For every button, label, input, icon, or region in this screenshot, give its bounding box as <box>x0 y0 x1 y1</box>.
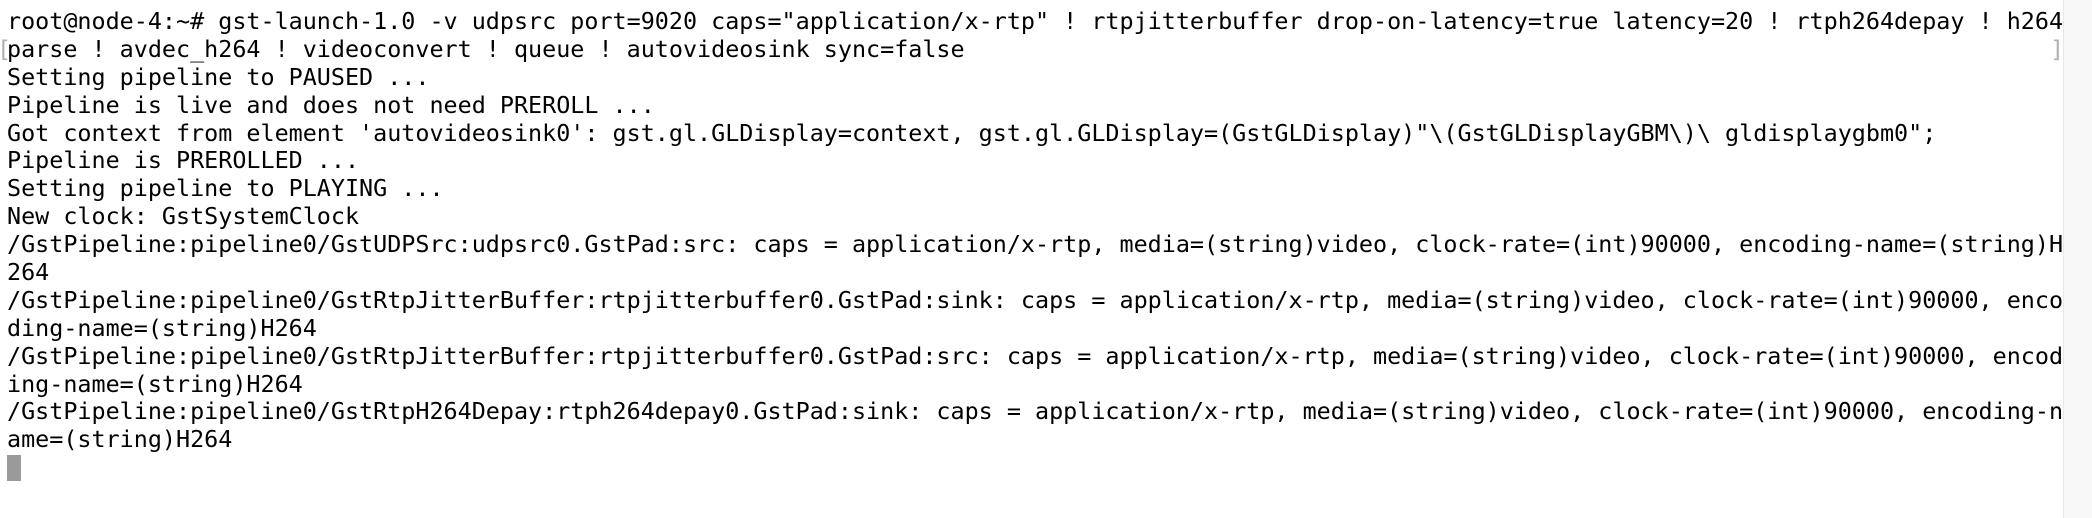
wrap-close-marker: ] <box>2050 35 2062 64</box>
terminal-cursor <box>7 455 21 482</box>
terminal-line: Setting pipeline to PLAYING ... <box>7 174 444 203</box>
terminal-line-wrap: ding-name=(string)H264 <box>7 313 317 342</box>
cursor-line <box>7 454 2062 482</box>
terminal-line-text: parse ! avdec_h264 ! videoconvert ! queu… <box>7 34 965 63</box>
terminal-line-wrap: ing-name=(string)H264 <box>7 369 303 398</box>
terminal-line: Setting pipeline to PAUSED ... <box>7 62 430 91</box>
terminal-line: Pipeline is live and does not need PRERO… <box>7 90 655 119</box>
terminal-line: /GstPipeline:pipeline0/GstUDPSrc:udpsrc0… <box>7 230 2062 259</box>
terminal-line: /GstPipeline:pipeline0/GstRtpJitterBuffe… <box>7 341 2062 370</box>
terminal-line: /GstPipeline:pipeline0/GstRtpH264Depay:r… <box>7 397 2062 426</box>
scrollbar-track[interactable] <box>2063 0 2092 518</box>
command-line: root@node-4:~# gst-launch-1.0 -v udpsrc … <box>7 7 2062 35</box>
terminal-line: Pipeline is PREROLLED ... <box>7 146 360 175</box>
wrap-open-marker: [ <box>0 35 11 64</box>
terminal-line: Got context from element 'autovideosink0… <box>7 118 1937 147</box>
command-line-wrap: [parse ! avdec_h264 ! videoconvert ! que… <box>0 34 2062 64</box>
terminal-line-wrap: 264 <box>7 258 50 287</box>
terminal-line-wrap: ame=(string)H264 <box>7 425 233 454</box>
terminal-line: New clock: GstSystemClock <box>7 202 360 231</box>
terminal-line: /GstPipeline:pipeline0/GstRtpJitterBuffe… <box>7 285 2062 314</box>
